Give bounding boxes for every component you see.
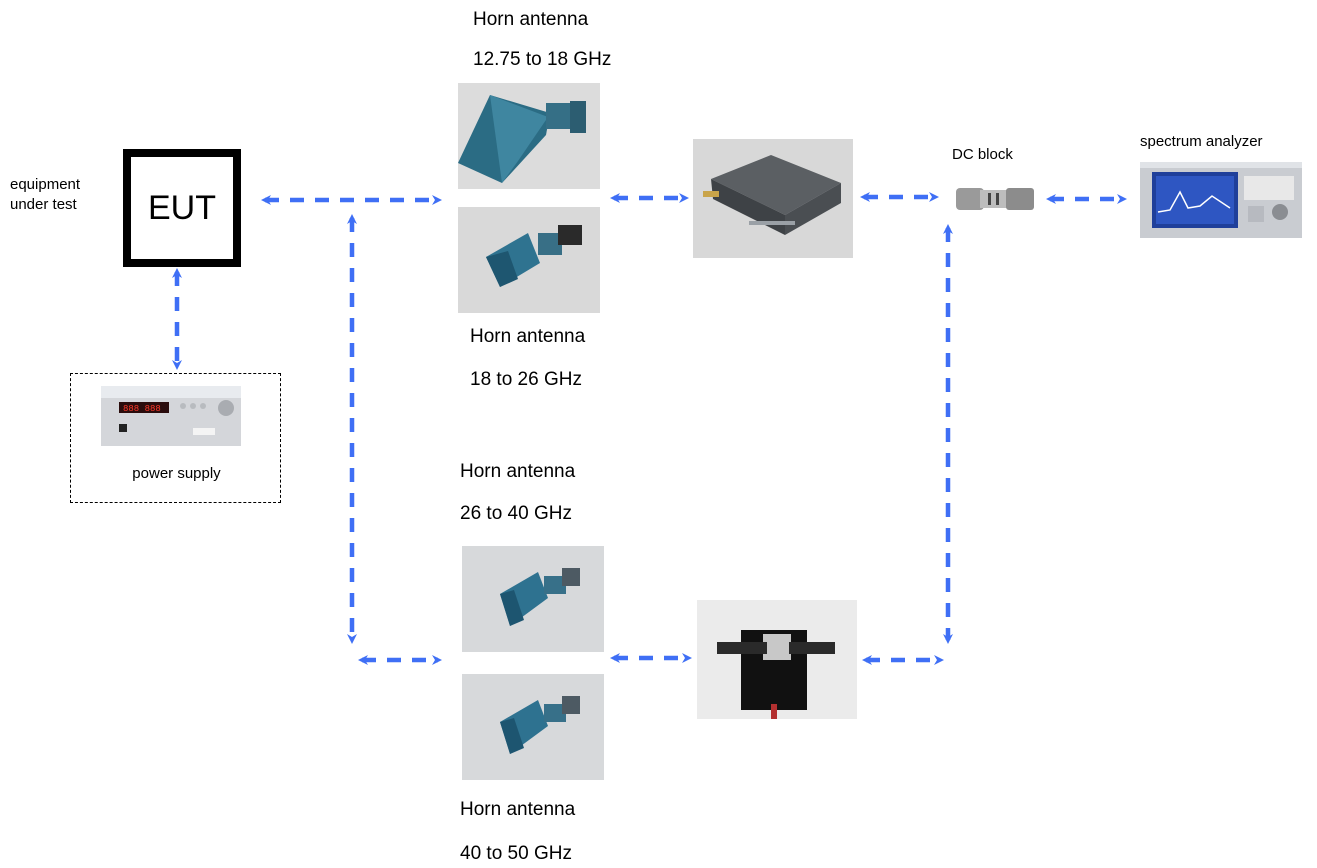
antenna-4-title: Horn antenna (460, 799, 576, 820)
eut-block: EUT (123, 149, 241, 267)
antenna-2-range: 18 to 26 GHz (470, 369, 582, 390)
antenna-4-photo (462, 674, 604, 780)
antenna-3-title: Horn antenna (460, 461, 576, 482)
dc-block-photo (950, 180, 1040, 218)
power-supply-photo: 888 888 (101, 386, 241, 446)
spectrum-analyzer-photo (1140, 162, 1302, 238)
antenna-1-title: Horn antenna (473, 9, 589, 30)
amplifier-top-photo (693, 139, 853, 258)
dc-block-label: DC block (952, 146, 1013, 163)
spectrum-analyzer-label: spectrum analyzer (1140, 133, 1263, 150)
antenna-1-range: 12.75 to 18 GHz (473, 49, 612, 70)
antenna-2-title: Horn antenna (470, 326, 586, 347)
power-supply-block: 888 888 power supply (70, 373, 281, 503)
antenna-1-photo (458, 83, 600, 189)
antenna-3-range: 26 to 40 GHz (460, 503, 572, 524)
svg-text:888 888: 888 888 (123, 404, 161, 414)
eut-caption: equipment under test (10, 176, 81, 213)
antenna-4-range: 40 to 50 GHz (460, 843, 572, 864)
amplifier-bottom-photo (697, 600, 857, 719)
antenna-2-photo (458, 207, 600, 313)
antenna-3-photo (462, 546, 604, 652)
power-supply-label: power supply (132, 465, 221, 482)
eut-label: EUT (148, 188, 216, 227)
